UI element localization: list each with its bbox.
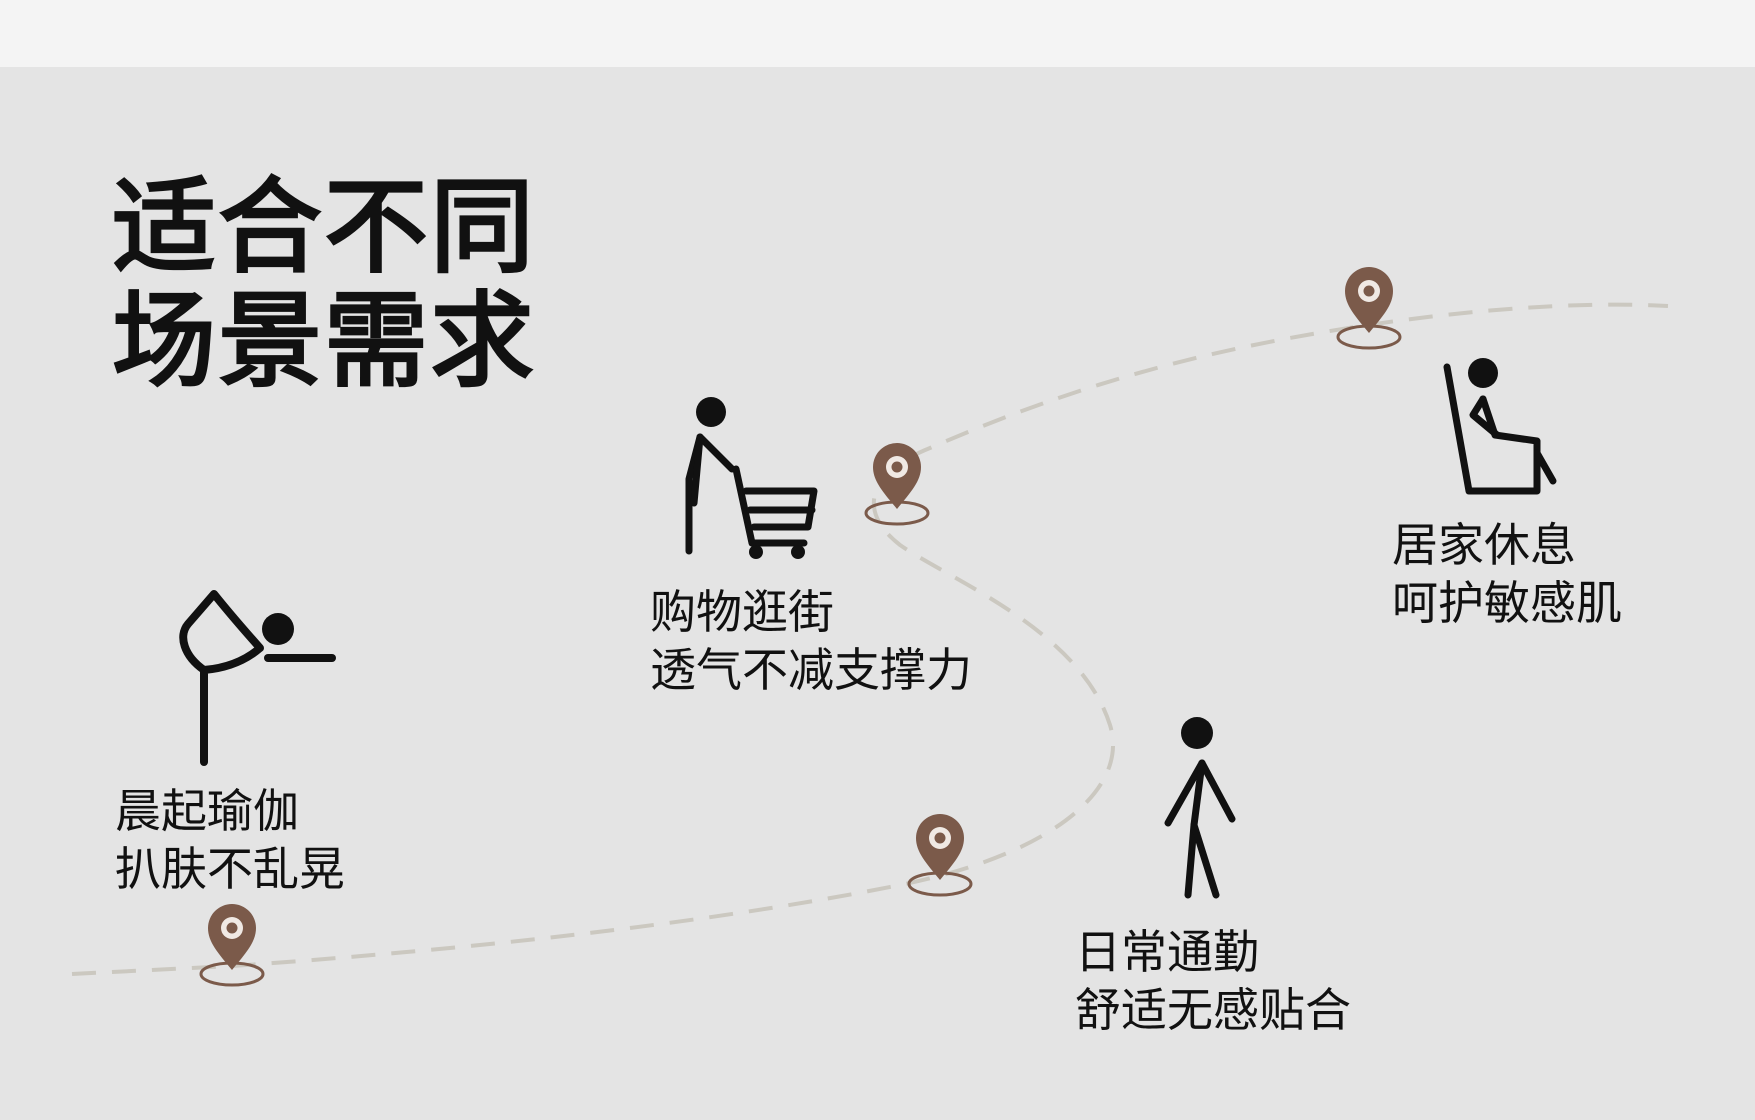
scene-subtitle: 呵护敏感肌 — [1392, 576, 1622, 630]
scene-commute: 日常通勤 舒适无感贴合 — [1075, 923, 1351, 1039]
title-line-2: 场景需求 — [112, 280, 537, 402]
title-line-1: 适合不同 — [112, 166, 537, 288]
scene-subtitle: 扒肤不乱晃 — [115, 842, 345, 896]
walking-person-icon — [1164, 717, 1236, 899]
scene-subtitle: 透气不减支撑力 — [650, 643, 972, 697]
scene-title: 居家休息 — [1392, 518, 1576, 572]
yoga-pose-icon — [179, 590, 336, 766]
scene-title: 购物逛街 — [650, 585, 834, 639]
scene-subtitle: 舒适无感贴合 — [1075, 983, 1351, 1037]
scene-title: 晨起瑜伽 — [115, 784, 299, 838]
scene-home-rest: 居家休息 呵护敏感肌 — [1392, 516, 1622, 632]
top-band — [0, 0, 1755, 67]
seated-person-icon — [1443, 358, 1557, 495]
shopping-cart-icon — [685, 397, 818, 559]
scene-shopping: 购物逛街 透气不减支撑力 — [650, 583, 972, 699]
scene-title: 日常通勤 — [1075, 925, 1259, 979]
scene-yoga: 晨起瑜伽 扒肤不乱晃 — [115, 782, 345, 898]
page-title: 适合不同 场景需求 — [112, 170, 536, 398]
location-pin-icon — [1336, 265, 1402, 350]
location-pin-icon — [199, 902, 265, 987]
